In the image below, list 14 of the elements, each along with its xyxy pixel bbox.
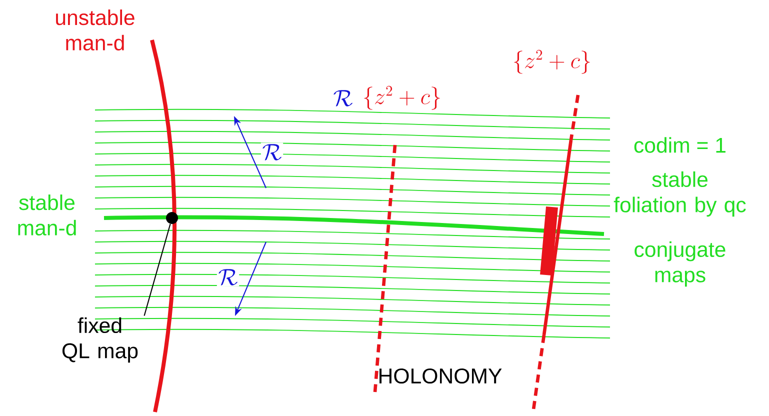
node-label: fixed QL map — [62, 317, 138, 363]
fixed-point-dot — [166, 212, 178, 224]
formula-label: $\{z^2+c\}$ — [511, 48, 593, 76]
formula-label: $\mathcal{R}$ — [216, 268, 240, 286]
text-label: stable foliation by qc — [614, 171, 746, 217]
text-label: stable man-d — [18, 194, 76, 236]
text-label: HOLONOMY — [380, 368, 502, 384]
text-label: unstable man-d — [56, 10, 134, 50]
text-label: codim = 1 — [634, 137, 726, 153]
formula-label: $\{z^2+c\}$ — [361, 84, 443, 112]
leader-line — [144, 224, 171, 316]
formula-label: $\mathcal{R}$ — [260, 142, 284, 162]
text-label: conjugate maps — [634, 241, 726, 287]
formula-label: $\mathcal{R}$ — [332, 88, 354, 108]
